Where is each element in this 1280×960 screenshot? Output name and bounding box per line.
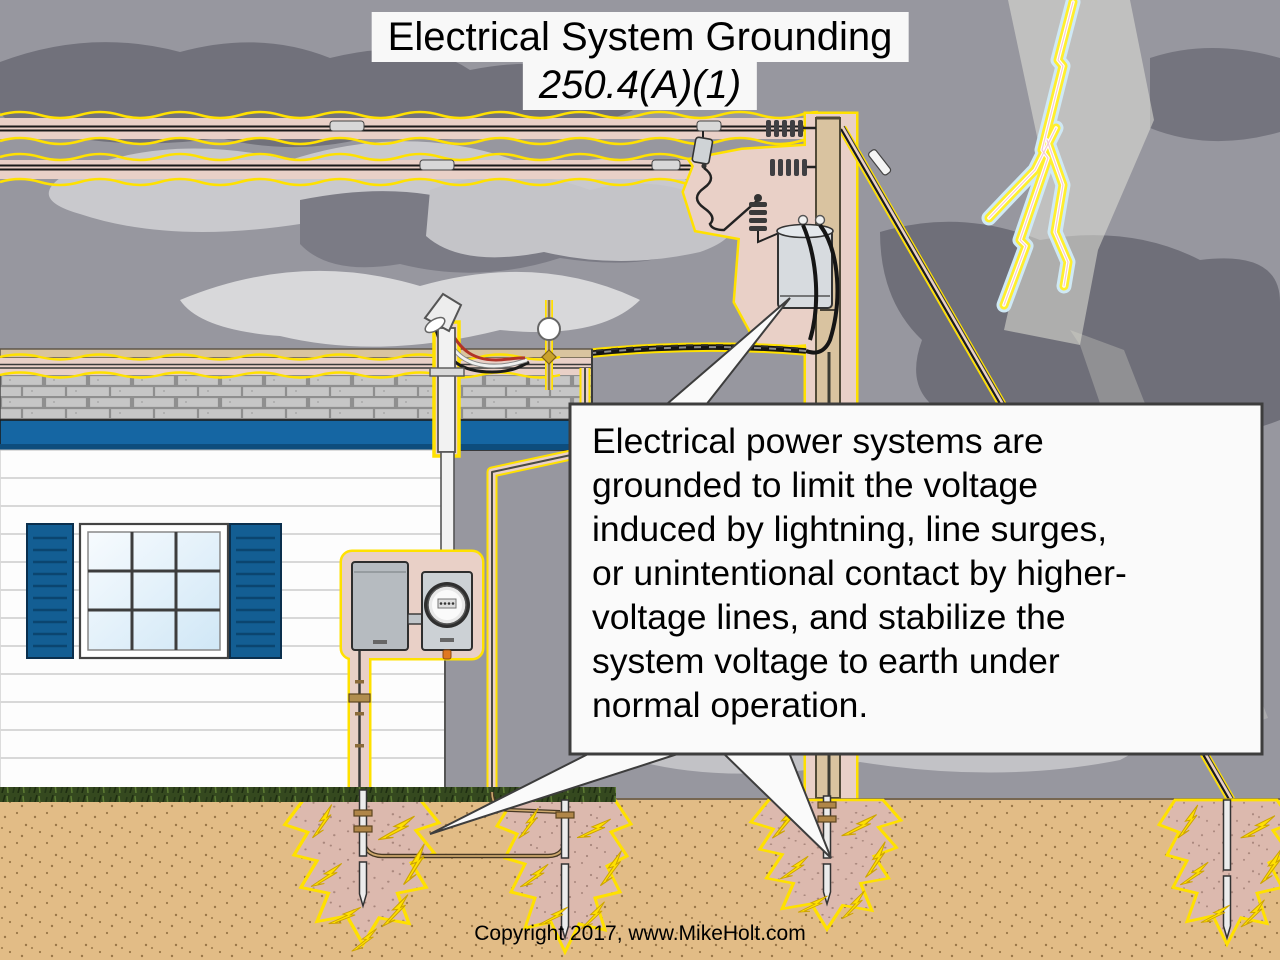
cloud-dark — [1150, 48, 1280, 142]
drip-loop-red — [442, 317, 526, 362]
ground-rod — [1222, 799, 1232, 941]
grass — [0, 787, 616, 802]
service-mast — [437, 327, 456, 453]
strain-insulator — [766, 120, 816, 137]
shutter-right — [229, 523, 282, 659]
weatherhead — [423, 292, 530, 575]
ground-rod — [353, 789, 373, 909]
lightning-bolt-icon — [981, 0, 1081, 313]
lightning-beam — [1004, 0, 1154, 345]
secondary-cable — [805, 223, 840, 355]
window-mullions — [88, 532, 220, 650]
electrical-panel — [351, 561, 409, 651]
electric-meter — [407, 571, 473, 660]
shutter-left — [26, 523, 74, 659]
cloud-light — [426, 175, 733, 261]
surge-arrester — [749, 194, 787, 244]
conductor-staples — [355, 680, 364, 748]
shutter-louvers — [33, 536, 67, 648]
window-glass — [87, 531, 221, 651]
copyright-text: Copyright 2017, www.MikeHolt.com — [474, 922, 806, 945]
code-section-subtitle: 250.4(A)(1) — [522, 60, 758, 110]
pole-transformer — [776, 214, 840, 355]
soil — [0, 800, 1280, 960]
weatherhead-mouth — [424, 316, 446, 334]
fuse-cutout — [691, 131, 759, 232]
cloud-lighter — [180, 270, 640, 347]
page-title: Electrical System Grounding — [371, 12, 909, 62]
overhead-power-lines — [0, 110, 818, 187]
lightning-rod-ball — [537, 300, 561, 390]
power-line-wire — [0, 125, 818, 171]
guy-turnbuckle — [868, 149, 892, 176]
callout — [429, 297, 1264, 859]
callout-box — [568, 402, 1264, 756]
meter-seal-tag — [442, 649, 452, 660]
cutout-jumper-wire — [695, 166, 759, 232]
fascia-shadow — [0, 444, 592, 450]
line-splice — [329, 120, 722, 171]
mast-bracket — [429, 367, 465, 377]
ground-rod — [817, 795, 837, 907]
callout-text: Electrical power systems are grounded to… — [592, 421, 1127, 725]
shutter-louvers — [236, 536, 275, 648]
ground-clamp-plate — [348, 693, 371, 703]
strain-insulator — [770, 159, 816, 176]
window-with-shutters — [26, 522, 282, 660]
secondary-cable — [801, 224, 819, 341]
